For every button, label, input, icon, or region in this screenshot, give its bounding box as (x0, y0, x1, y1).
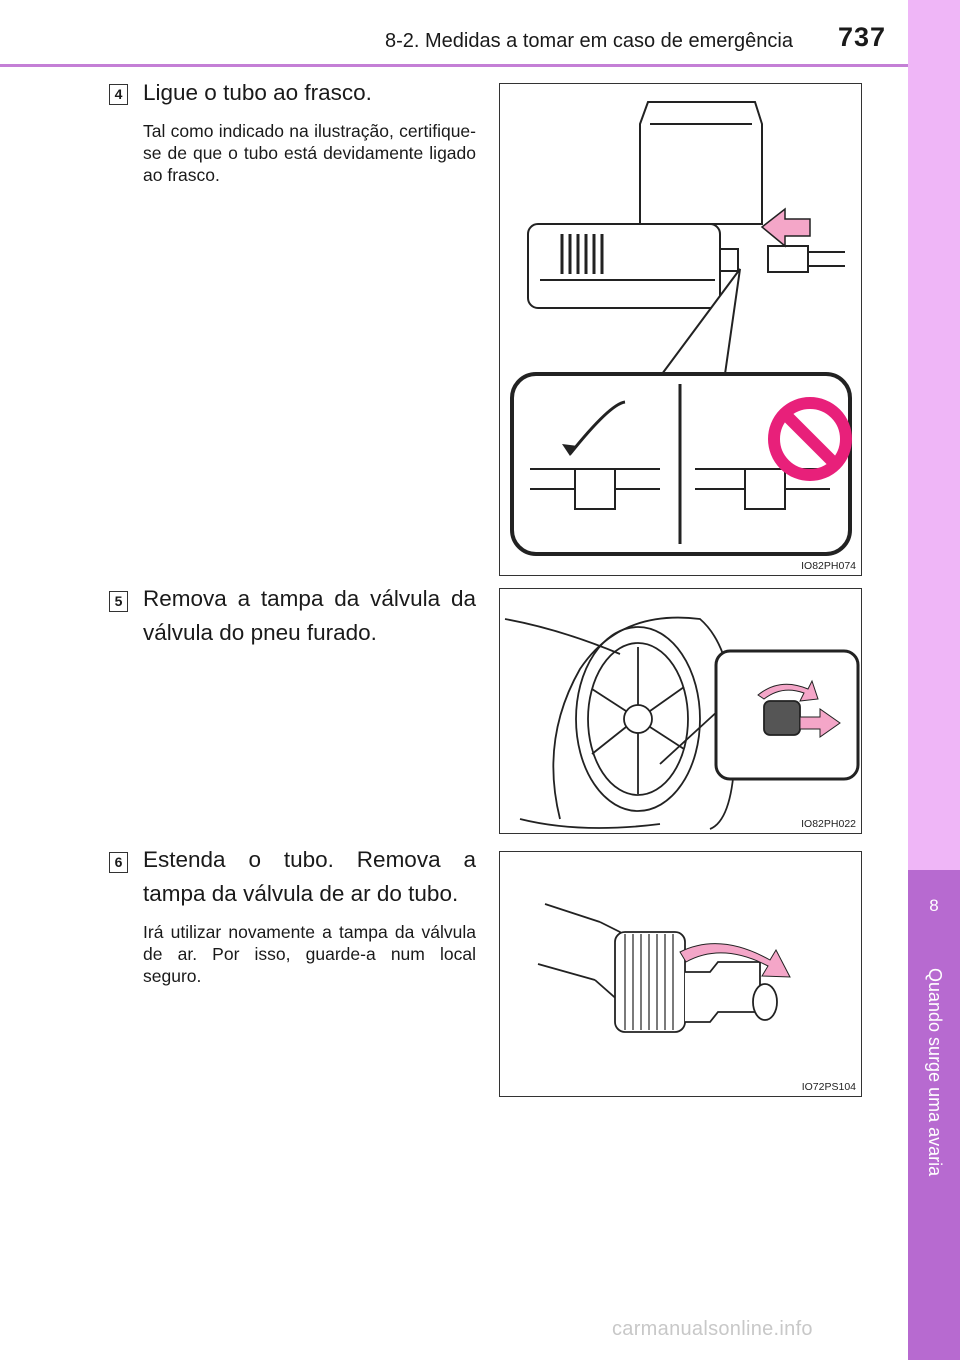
step-title-6-line2: tampa da válvula de ar do tubo. (143, 881, 459, 906)
step-badge-5: 5 (109, 591, 128, 612)
figure-code-1: IO82PH074 (801, 560, 856, 572)
step-badge-6: 6 (109, 852, 128, 873)
chapter-number: 8 (929, 896, 939, 915)
chapter-box (908, 870, 960, 1360)
valve-cap-illustration (504, 616, 860, 830)
figure-connect-tube: IO82PH074 (499, 83, 862, 576)
figure-air-valve: IO72PS104 (499, 851, 862, 1097)
step-note-4: Tal como indicado na ilustração, certifi… (143, 121, 476, 185)
step-title-5-line2: válvula do pneu furado. (143, 620, 377, 645)
connect-tube-illustration (510, 101, 852, 556)
header-title: 8-2. Medidas a tomar em caso de emergênc… (385, 30, 793, 52)
step-note-6: Irá utilizar novamente a tampa da válvul… (143, 922, 476, 986)
step-title-6-line1: Estenda o tubo. Remova a (143, 847, 476, 872)
chapter-title: Quando surge uma avaria (925, 968, 945, 1177)
watermark: carmanualsonline.info (612, 1318, 813, 1340)
figure-code-2: IO82PH022 (801, 818, 856, 830)
page-number: 737 (838, 22, 887, 52)
step-title-6: Estenda o tubo. Remova a tampa da válvul… (143, 843, 476, 911)
header-rule (0, 64, 908, 67)
step-title-5: Remova a tampa da válvula da válvula do … (143, 582, 476, 650)
step-title-4: Ligue o tubo ao frasco. (143, 80, 372, 105)
figure-valve-cap: IO82PH022 (499, 588, 862, 834)
step-title-5-line1: Remova a tampa da válvula da (143, 586, 476, 611)
figure-code-3: IO72PS104 (801, 1081, 856, 1093)
air-valve-illustration (537, 903, 791, 1033)
step-badge-4: 4 (109, 84, 128, 105)
